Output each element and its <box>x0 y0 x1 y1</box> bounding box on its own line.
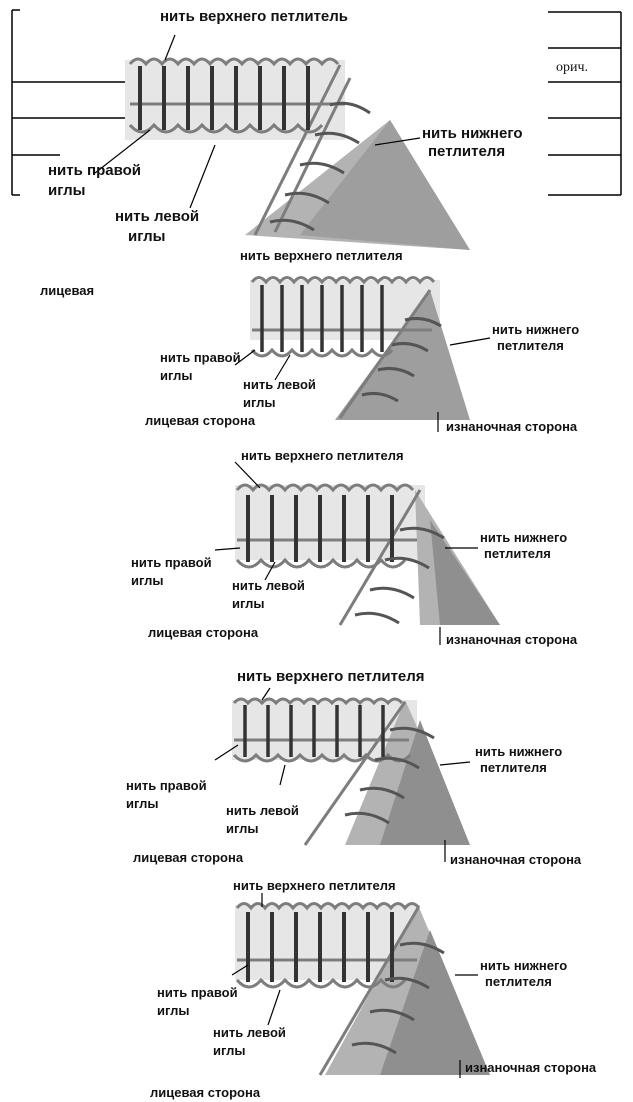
label-lower-looper-5a: нить нижнего <box>480 958 567 973</box>
label-face-side-5: лицевая сторона <box>150 1085 260 1100</box>
label-back-side-5: изнаночная сторона <box>465 1060 596 1075</box>
label-left-needle-5a: нить левой <box>213 1025 286 1040</box>
label-right-needle-5b: иглы <box>157 1003 189 1018</box>
label-right-needle-5a: нить правой <box>157 985 238 1000</box>
label-upper-looper-5: нить верхнего петлителя <box>233 878 396 893</box>
label-left-needle-5b: иглы <box>213 1043 245 1058</box>
label-lower-looper-5b: петлителя <box>485 974 552 989</box>
